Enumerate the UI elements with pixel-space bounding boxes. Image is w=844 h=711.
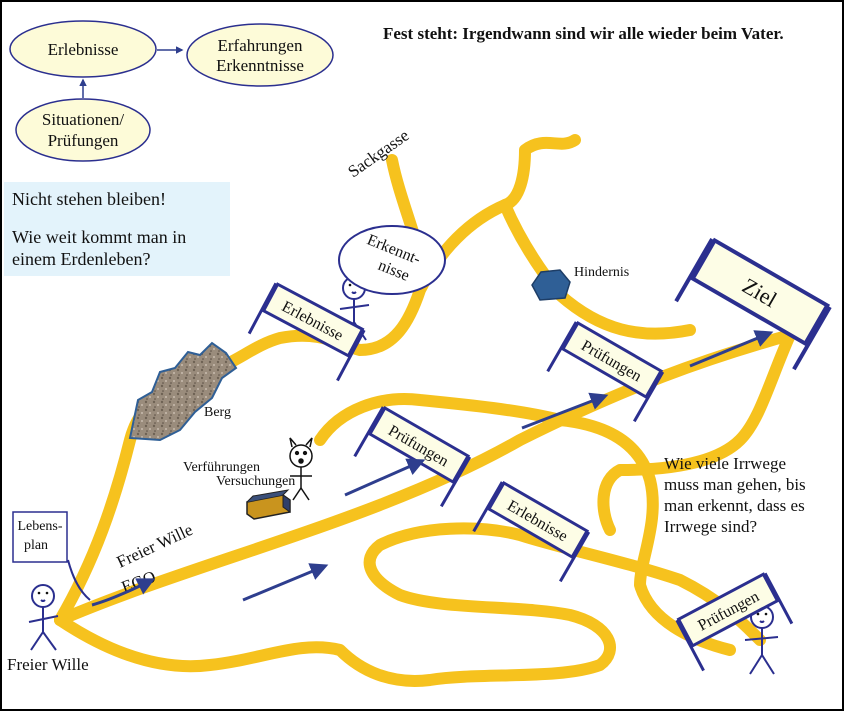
legend-situations-ellipse <box>15 98 151 162</box>
gate-erlebnisse-lower: Erlebnisse <box>472 480 591 583</box>
devil-figure <box>289 437 313 501</box>
question-text: Wie viele Irrwege muss man gehen, bis ma… <box>664 453 842 537</box>
arrow-lower <box>242 563 329 602</box>
obstacle-label: Hindernis <box>574 265 629 280</box>
obstacle-shape <box>531 269 571 301</box>
temptations-label: Verführungen <box>183 460 260 475</box>
note-line3: einem Erdenleben? <box>12 249 151 269</box>
question-line3: man erkennt, dass es <box>664 496 805 515</box>
life-plan-line2: plan <box>24 538 48 553</box>
road-mountain <box>54 134 581 626</box>
free-will-person-label: Freier Wille <box>7 655 89 674</box>
mountain-label: Berg <box>204 405 231 420</box>
free-will-arrow-label: Freier Wille <box>114 520 196 572</box>
gate-erlebnisse-top: Erlebnisse <box>247 282 366 382</box>
question-line4: Irrwege sind? <box>664 517 757 536</box>
life-plan-box <box>12 511 68 563</box>
treasure-box <box>246 489 291 520</box>
road-loop <box>314 393 736 656</box>
person-end <box>744 605 779 675</box>
insight-bubble <box>338 225 446 295</box>
seductions-label: Versuchungen <box>216 474 295 489</box>
legend-situations-line1: Situationen/ <box>42 110 124 129</box>
headline: Fest steht: Irgendwann sind wir alle wie… <box>383 24 784 43</box>
legend-experiences-text: Erlebnisse <box>48 40 119 59</box>
person-start <box>28 584 59 651</box>
legend-experiences-ellipse <box>9 20 157 78</box>
question-line1: Wie viele Irrwege <box>664 454 787 473</box>
goal-gate: Ziel <box>674 237 832 371</box>
note-line1: Nicht stehen bleiben! <box>12 189 166 209</box>
question-line2: muss man gehen, bis <box>664 475 806 494</box>
road-right <box>597 329 796 536</box>
note-line2: Wie weit kommt man in <box>12 227 187 247</box>
life-plan-line1: Lebens- <box>17 519 62 534</box>
arrow-upper <box>689 330 774 368</box>
legend-insights-ellipse <box>186 23 334 87</box>
arrow-middle <box>521 392 609 430</box>
mountain-shape <box>128 341 238 442</box>
legend-situations-line2: Prüfungen <box>48 131 119 150</box>
direction-arrows <box>242 330 774 602</box>
life-plan-pointer <box>67 559 91 601</box>
legend-insights-line1: Erfahrungen <box>218 36 303 55</box>
arrow-center <box>344 458 426 497</box>
note-spacer <box>12 210 222 226</box>
legend: Erlebnisse Erfahrungen Erkenntnisse Situ… <box>9 20 334 162</box>
dead-end-label: Sackgasse <box>344 126 412 182</box>
note-box: Nicht stehen bleiben! Wie weit kommt man… <box>4 182 230 276</box>
free-will-arrow <box>91 578 156 607</box>
legend-insights-line2: Erkenntnisse <box>216 56 304 75</box>
